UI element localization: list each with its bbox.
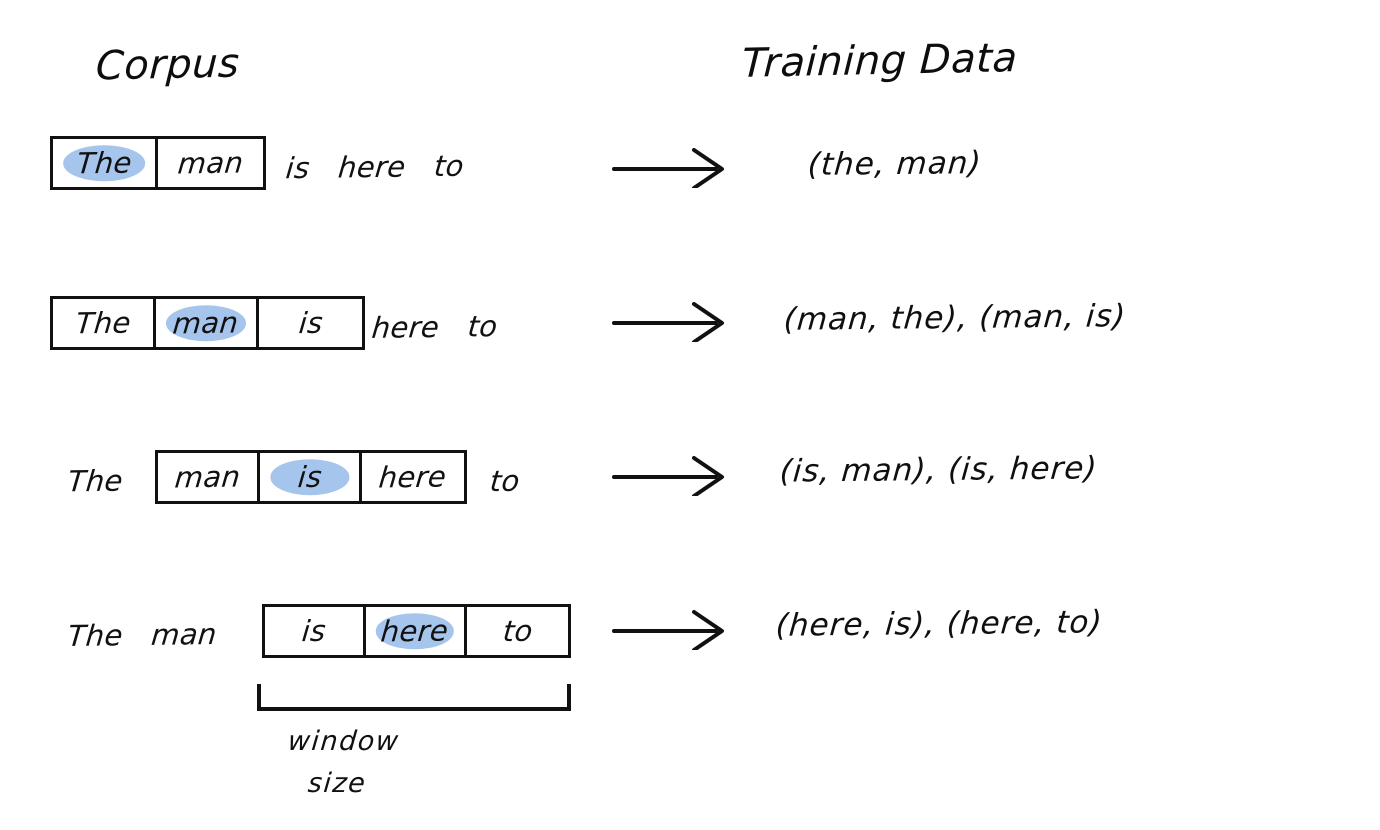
center-word-highlight [375,613,455,649]
window-cell-label: to [501,613,534,649]
arrow-right-icon [612,148,732,190]
training-data-heading: Training Data [740,35,1019,87]
window-cell-center-word: man [156,299,260,347]
context-window-box: The man is [50,296,365,350]
training-pair-text: (man, the), (man, is) [782,298,1128,338]
corpus-word-after: to [488,463,522,499]
arrow-right-icon [612,302,732,344]
center-word-highlight [269,459,350,495]
window-cell-context-word: The [53,299,157,347]
training-pair-text: (the, man) [806,145,984,183]
window-cell-label: is [300,613,328,649]
training-pair-text: (here, is), (here, to) [774,604,1104,644]
arrow-right-icon [612,610,732,652]
window-cell-context-word: man [158,453,261,501]
context-window-box: man is here [155,450,467,504]
window-cell-label: The [75,145,134,181]
corpus-word-before: The man [66,616,219,654]
window-cell-context-word: to [467,607,568,655]
window-cell-label: man [173,459,242,495]
window-cell-label: is [297,305,324,341]
window-size-bracket [256,684,572,714]
context-window-box: is here to [262,604,571,658]
window-cell-context-word: here [362,453,464,501]
window-size-label-line2: size [306,768,368,799]
window-cell-label: man [176,145,245,181]
window-cell-center-word: The [53,139,159,187]
center-word-highlight [166,305,247,341]
window-cell-label: here [377,459,449,495]
window-cell-label: The [73,305,133,341]
center-word-highlight [63,145,145,181]
window-cell-label: is [296,459,323,495]
window-size-label-line1: window [286,726,401,757]
window-cell-center-word: here [366,607,468,655]
corpus-word-after: here to [370,309,500,345]
window-cell-context-word: man [158,139,263,187]
arrow-right-icon [612,456,732,498]
window-cell-label: here [379,613,451,649]
context-window-box: The man [50,136,266,190]
training-pair-text: (is, man), (is, here) [778,450,1099,490]
window-cell-context-word: is [265,607,367,655]
corpus-word-after: is here to [284,148,466,186]
window-cell-context-word: is [259,299,362,347]
corpus-word-before: The [66,463,125,499]
window-cell-center-word: is [260,453,363,501]
window-cell-label: man [171,305,241,341]
corpus-heading: Corpus [94,40,241,90]
